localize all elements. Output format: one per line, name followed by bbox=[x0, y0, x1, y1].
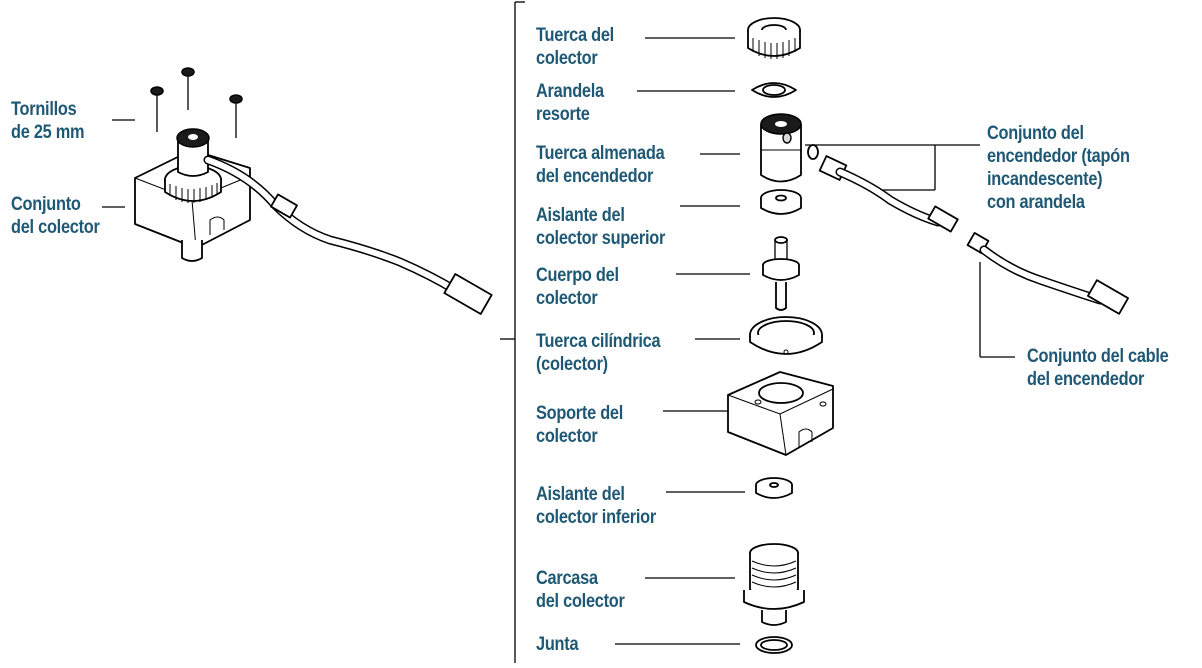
exploded-parts-drawing bbox=[727, 17, 834, 654]
label-conjunto-cable: Conjunto del cable del encendedor bbox=[1027, 346, 1169, 390]
igniter-drawing bbox=[818, 155, 959, 233]
label-carcasa-colector: Carcasa del colector bbox=[536, 568, 625, 612]
label-tuerca-cilindrica: Tuerca cilíndrica (colector) bbox=[536, 331, 661, 375]
label-soporte-colector: Soporte del colector bbox=[536, 403, 624, 447]
assembled-collector-drawing bbox=[134, 67, 493, 315]
label-arandela-resorte: Arandela resorte bbox=[536, 81, 604, 125]
leader-lines bbox=[102, 1, 1015, 663]
screw-left bbox=[150, 86, 164, 132]
label-tuerca-colector: Tuerca del colector bbox=[536, 25, 614, 69]
label-junta: Junta bbox=[536, 634, 579, 655]
screw-right bbox=[229, 94, 243, 138]
label-conjunto-colector: Conjunto del colector bbox=[11, 194, 100, 238]
label-tuerca-almenada: Tuerca almenada del encendedor bbox=[536, 143, 665, 187]
igniter-cable-drawing bbox=[966, 232, 1129, 315]
label-tornillos: Tornillos de 25 mm bbox=[11, 99, 85, 143]
label-cuerpo-colector: Cuerpo del colector bbox=[536, 265, 619, 309]
screw-middle bbox=[181, 67, 195, 110]
label-aislante-superior: Aislante del colector superior bbox=[536, 205, 666, 249]
label-aislante-inferior: Aislante del colector inferior bbox=[536, 484, 657, 528]
label-conjunto-encendedor: Conjunto del encendedor (tapón incandesc… bbox=[987, 123, 1130, 213]
